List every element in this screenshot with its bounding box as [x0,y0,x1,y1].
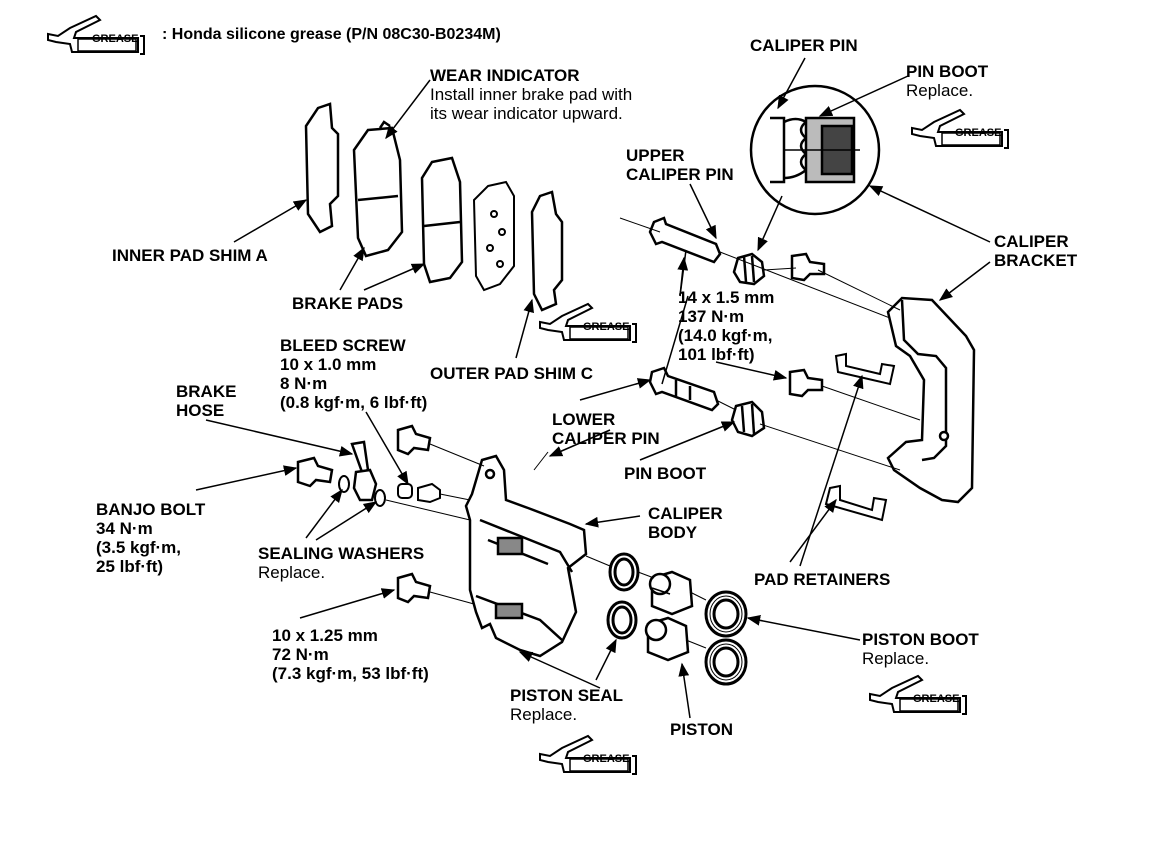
inner-brake-pad [352,120,404,258]
pad-retainer-upper [834,352,896,386]
sealing-washer-2 [374,489,386,507]
pad-retainer-lower [824,484,888,522]
outer-pad-shim [530,190,564,312]
piston-seal-upper [608,552,640,592]
legend-text: : Honda silicone grease (P/N 08C30-B0234… [162,26,501,43]
mounting-bolt-upper [396,424,432,456]
piston-lower [644,616,690,662]
label-torque-mounting-bolt: 10 x 1.25 mm 72 N·m (7.3 kgf·m, 53 lbf·f… [272,626,429,683]
grease-badge-piston-boot: GREASE [913,693,960,705]
anti-noise-shim [472,180,515,292]
grease-badge-pin-boot: GREASE [955,127,1002,139]
label-upper-caliper-pin: UPPER CALIPER PIN [626,146,734,184]
lower-bracket-bolt [788,368,824,398]
legend-grease-badge: GREASE [92,33,139,45]
bleed-screw [397,482,441,504]
grease-badge-outer-shim: GREASE [583,321,630,333]
caliper-body [464,454,588,658]
label-brake-pads: BRAKE PADS [292,294,404,313]
label-piston-seal: PISTON SEAL Replace. [510,686,624,724]
label-sealing-washers: SEALING WASHERS Replace. [258,544,425,582]
piston-boot-lower [704,638,748,686]
label-bleed-screw: BLEED SCREW 10 x 1.0 mm 8 N·m (0.8 kgf·m… [280,336,428,412]
label-torque-caliper-pin: 14 x 1.5 mm 137 N·m (14.0 kgf·m, 101 lbf… [678,288,775,364]
banjo-bolt [296,456,334,488]
caliper-pin-detail-circle [749,84,881,216]
alignment-lines [385,217,921,649]
lower-pin-boot [730,400,766,438]
label-caliper-bracket: CALIPER BRACKET [994,232,1078,270]
label-pad-retainers: PAD RETAINERS [754,570,891,589]
label-caliper-body: CALIPER BODY [648,504,723,542]
caliper-bracket [886,296,976,504]
label-caliper-pin: CALIPER PIN [750,36,858,55]
upper-caliper-pin [648,216,722,264]
upper-bracket-bolt [790,252,826,282]
piston-boot-upper [704,590,748,638]
label-pin-boot-mid: PIN BOOT [624,464,707,483]
piston-upper [648,570,694,616]
outer-brake-pad [420,156,464,284]
label-brake-hose: BRAKE HOSE [176,382,237,420]
label-piston: PISTON [670,720,733,739]
mounting-bolt-lower [396,572,432,604]
inner-pad-shim [304,102,340,234]
label-wear-indicator: WEAR INDICATOR Install inner brake pad w… [430,66,633,123]
sealing-washer-1 [338,475,350,493]
label-pin-boot-top: PIN BOOT Replace. [906,62,989,100]
grease-badge-piston-seal: GREASE [583,753,630,765]
label-banjo-bolt: BANJO BOLT 34 N·m (3.5 kgf·m, 25 lbf·ft) [96,500,206,576]
piston-seal-lower [606,600,638,640]
label-inner-pad-shim: INNER PAD SHIM A [112,246,268,265]
lower-caliper-pin [648,366,720,412]
label-outer-pad-shim: OUTER PAD SHIM C [430,364,594,383]
label-piston-boot: PISTON BOOT Replace. [862,630,979,668]
leader-arrows [195,57,991,719]
brake-hose [350,440,378,502]
label-lower-caliper-pin: LOWER CALIPER PIN [552,410,660,448]
upper-pin-boot [732,252,766,286]
